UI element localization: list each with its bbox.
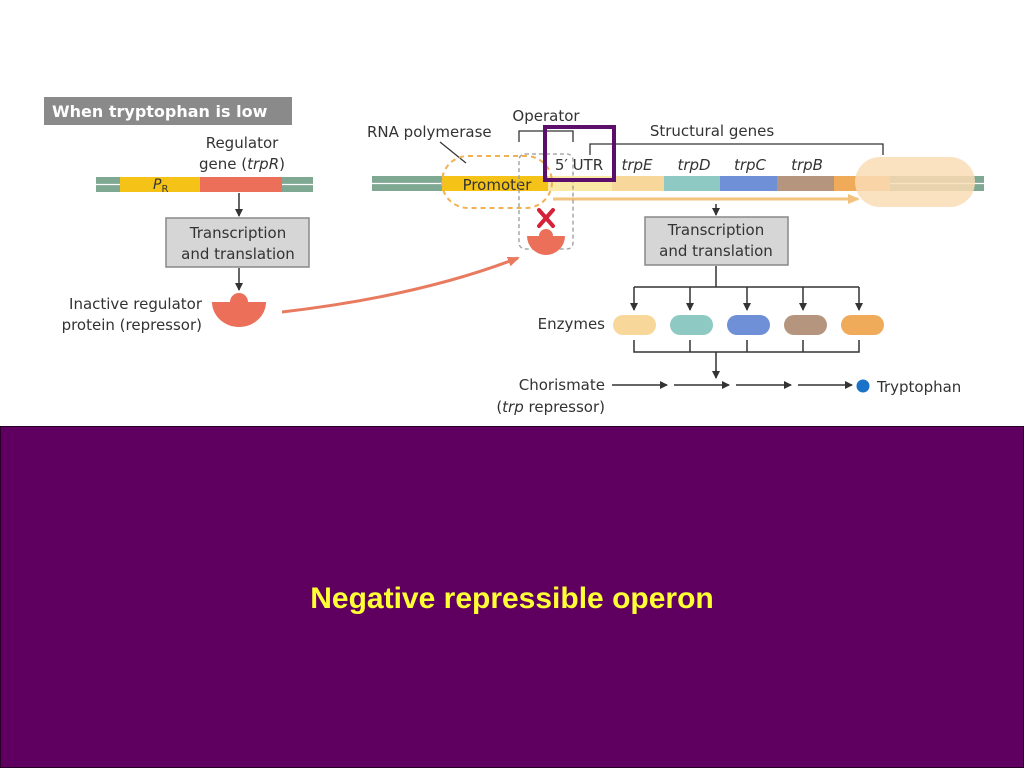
transcription-box-left [165, 217, 310, 268]
transcription-box-left-line1: Transcription [189, 224, 286, 242]
tryptophan-label: Tryptophan [876, 378, 961, 396]
promoter-segment [442, 176, 550, 191]
regulator-dna: PR [96, 177, 313, 195]
enzyme-trpD [670, 315, 713, 335]
utr-label: 5′ UTR [555, 156, 603, 174]
inactive-repressor-shape [212, 293, 266, 327]
transcription-box-left-line2: and translation [181, 245, 295, 263]
enzymes [613, 315, 884, 335]
operator-label: Operator [512, 107, 580, 125]
utr-highlight-box [543, 125, 616, 182]
repressor-sub-label: (trp repressor) [496, 398, 605, 416]
enzyme-trpB [784, 315, 827, 335]
rna-polymerase-pointer [439, 141, 467, 164]
rna-polymerase-label: RNA polymerase [367, 123, 492, 141]
trpR-gene-segment [200, 177, 282, 192]
enzyme-branch-arrows [630, 266, 863, 311]
gene-label-trpB: trpB [791, 156, 823, 174]
rna-polymerase-outline [441, 155, 553, 209]
trpD-segment [664, 176, 720, 191]
promoter-pr-label: PR [153, 177, 168, 195]
enzymes-label: Enzymes [538, 315, 606, 333]
slide-caption: Negative repressible operon [310, 582, 714, 615]
enzyme-merge-bracket [633, 340, 860, 375]
structural-genes-bracket [589, 143, 884, 155]
regulator-label-line2: gene (trpR) [199, 155, 285, 173]
structural-genes-label: Structural genes [650, 122, 774, 140]
transcription-box-right-line2: and translation [659, 242, 773, 260]
header-bar [44, 97, 292, 125]
trpB-segment [777, 176, 834, 191]
transcription-box-right [644, 216, 789, 266]
repressor-at-operator-shape [527, 229, 565, 255]
trp-operon-diagram: When tryptophan is low Regulator gene (t… [44, 97, 984, 416]
chorismate-label: Chorismate [519, 376, 605, 394]
tryptophan-dot [856, 379, 870, 393]
gene-labels: trpE trpD trpC trpB [621, 156, 822, 174]
inactive-label-line1: Inactive regulator [69, 295, 203, 313]
caption-panel: Negative repressible operon [0, 426, 1024, 768]
polymerase-end-shape [855, 157, 975, 207]
enzyme-trpE [613, 315, 656, 335]
promoter-pr-segment [120, 177, 200, 192]
arrow-repressor-to-operator [281, 256, 520, 314]
transcription-box-right-line1: Transcription [667, 221, 764, 239]
blocked-x-icon [537, 208, 555, 228]
enzyme-trpA [841, 315, 884, 335]
gene-label-trpE: trpE [621, 156, 653, 174]
gene-label-trpC: trpC [734, 156, 767, 174]
trpE-segment [612, 176, 664, 191]
header-label: When tryptophan is low [52, 102, 268, 121]
promoter-label: Promoter [463, 176, 533, 194]
trpC-segment [720, 176, 777, 191]
inactive-label-line2: protein (repressor) [62, 316, 202, 334]
gene-label-trpD: trpD [677, 156, 710, 174]
regulator-label-line1: Regulator [206, 134, 279, 152]
enzyme-trpC [727, 315, 770, 335]
